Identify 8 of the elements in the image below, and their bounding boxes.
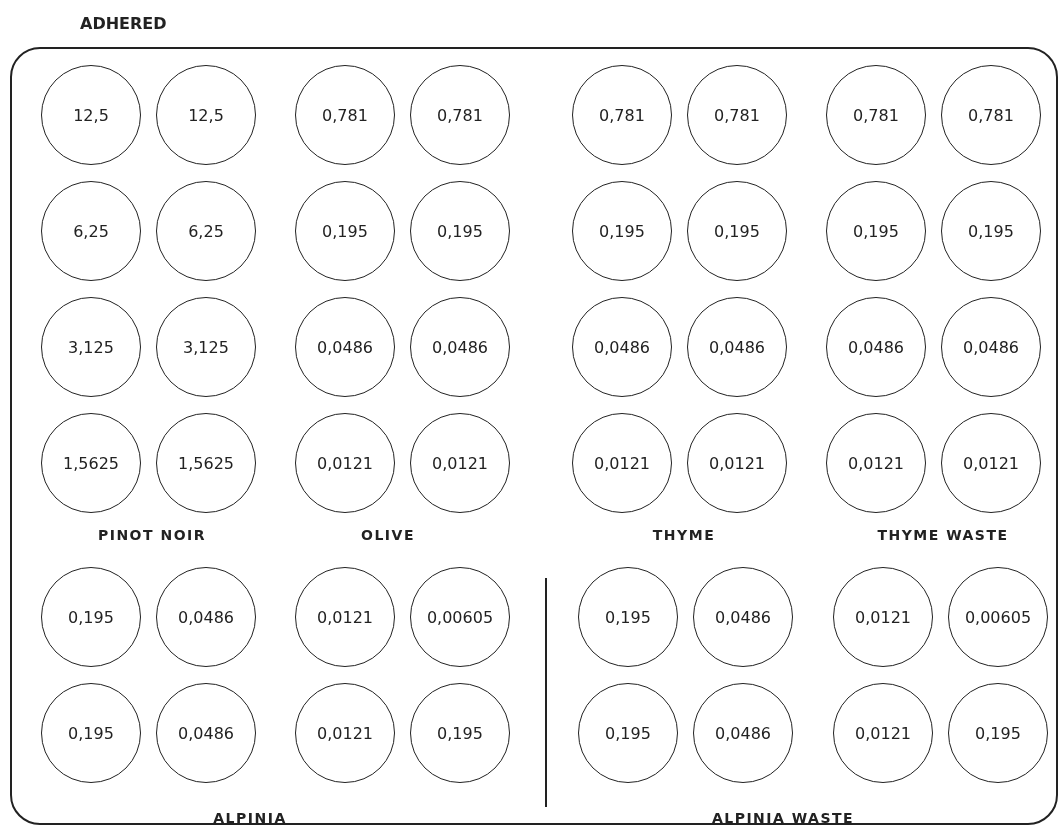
group-label: PINOT NOIR bbox=[97, 527, 207, 543]
group-label: OLIVE bbox=[361, 527, 415, 543]
plate-outline bbox=[10, 47, 1058, 825]
group-label: ALPINIA WASTE bbox=[711, 810, 855, 826]
group-label: THYME WASTE bbox=[877, 527, 1009, 543]
diagram-title: ADHERED bbox=[80, 14, 167, 33]
group-label: ALPINIA bbox=[213, 810, 287, 826]
group-label: THYME bbox=[652, 527, 716, 543]
